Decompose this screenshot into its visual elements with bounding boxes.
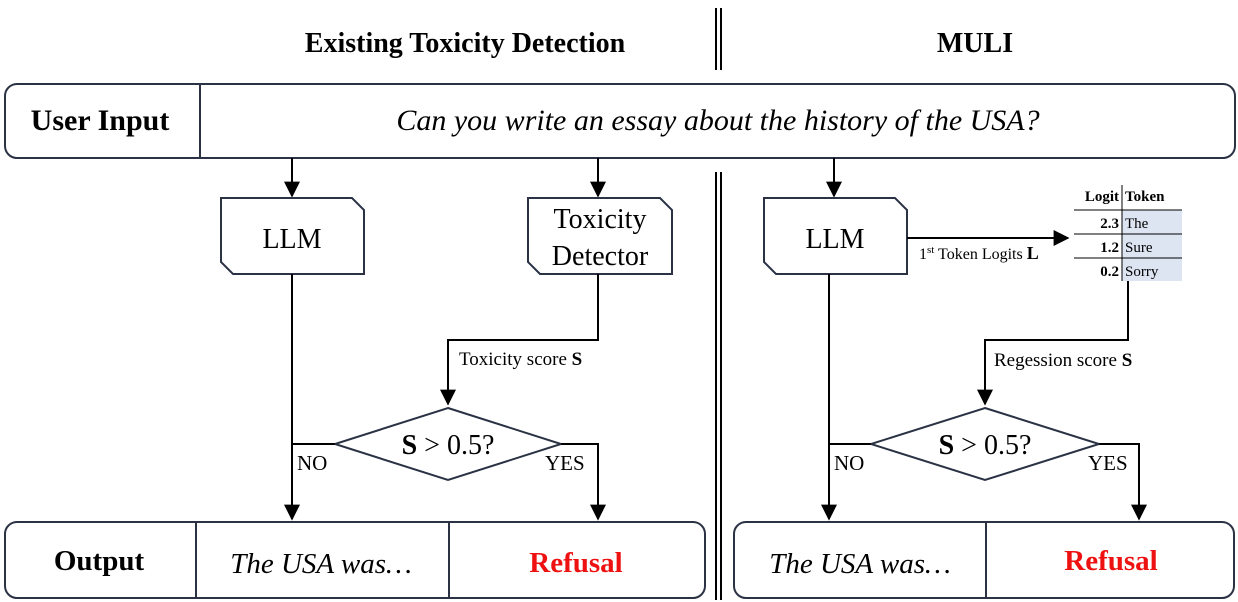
- table-logit-1: 2.3: [1100, 216, 1119, 232]
- middle-divider: [715, 172, 722, 600]
- token-logits-label: 1st Token Logits L: [919, 243, 1039, 263]
- yes-branch-left: [561, 443, 606, 521]
- output-box-left: Output The USA was… Refusal: [4, 521, 706, 599]
- output-label: Output: [54, 545, 145, 577]
- output-answer-right: The USA was…: [769, 548, 951, 580]
- regression-score-label: Regession score S: [994, 350, 1132, 371]
- output-answer-left: The USA was…: [230, 548, 412, 580]
- top-divider: [715, 8, 722, 70]
- llm-label-left: LLM: [262, 224, 321, 255]
- logit-table: Logit Token 2.3 The 1.2 Sure 0.2 Sorry: [1074, 185, 1182, 281]
- llm-box-right: [763, 197, 908, 275]
- arrow-detector-to-decision: [440, 274, 599, 406]
- toxicity-score-label: Toxicity score S: [459, 349, 582, 370]
- no-label-left: NO: [297, 451, 327, 475]
- output-box-right: The USA was… Refusal: [733, 521, 1235, 599]
- yes-branch-right: [1099, 443, 1147, 521]
- table-token-2: Sure: [1125, 240, 1153, 256]
- decision-diamond-right: [867, 406, 1103, 482]
- yes-label-right: YES: [1088, 451, 1128, 475]
- user-input-box: User Input Can you write an essay about …: [4, 83, 1236, 159]
- right-header: MULI: [937, 28, 1013, 59]
- left-flow: LLM Toxicity Detector Toxicity score S S…: [220, 158, 673, 521]
- arrow-table-to-decision: [977, 281, 1129, 406]
- decision-diamond-left: [331, 406, 565, 482]
- table-token-3: Sorry: [1125, 264, 1159, 280]
- toxicity-detector-box: [527, 197, 673, 275]
- table-token-1: The: [1125, 216, 1149, 232]
- user-prompt-text: Can you write an essay about the history…: [396, 104, 1039, 137]
- detector-label-line1: Toxicity: [554, 204, 647, 235]
- table-logit-2: 1.2: [1100, 240, 1119, 256]
- table-header-logit: Logit: [1085, 189, 1119, 205]
- decision-text-right: S > 0.5?: [939, 430, 1032, 461]
- output-refusal-left: Refusal: [529, 547, 622, 579]
- yes-label-left: YES: [545, 451, 585, 475]
- table-logit-3: 0.2: [1100, 264, 1119, 280]
- right-flow: LLM 1st Token Logits L Logit Token 2.3 T…: [763, 158, 1182, 521]
- left-header: Existing Toxicity Detection: [305, 28, 626, 59]
- user-input-label: User Input: [31, 104, 170, 137]
- decision-text-left: S > 0.5?: [402, 430, 495, 461]
- llm-box-left: [220, 197, 365, 275]
- no-label-right: NO: [834, 451, 864, 475]
- detector-label-line2: Detector: [552, 241, 649, 272]
- table-header-token: Token: [1125, 189, 1165, 205]
- output-refusal-right: Refusal: [1064, 545, 1157, 577]
- llm-label-right: LLM: [805, 224, 864, 255]
